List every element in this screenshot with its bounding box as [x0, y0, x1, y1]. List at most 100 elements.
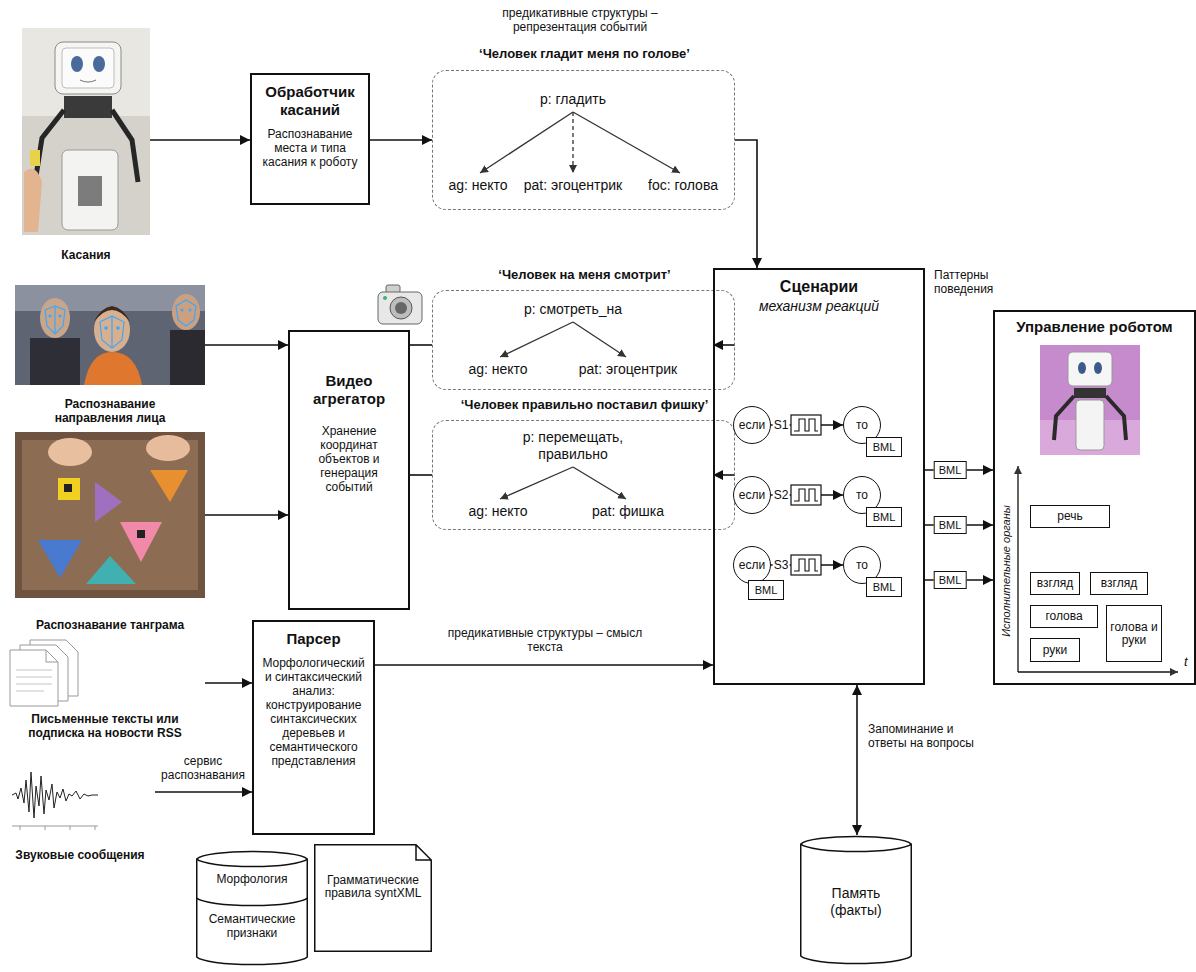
timeline-axes	[1018, 671, 1178, 672]
document-shape: Грамматические правила syntXML	[314, 844, 432, 952]
organ-box: взгляд	[1090, 572, 1148, 595]
photo-caption: Распознавание танграма	[15, 618, 205, 632]
predicate-tree-arrows	[480, 112, 680, 499]
connector	[375, 664, 713, 666]
touch-photo	[30, 150, 40, 166]
role-label: pat: эгоцентрик	[513, 177, 633, 194]
pulse-symbol	[791, 415, 821, 575]
bml-text: BML	[873, 441, 896, 453]
face-photo	[172, 294, 200, 330]
tangram-photo	[120, 522, 162, 562]
predicate-label: p: перемещать, правильно	[508, 429, 638, 463]
documents-icon	[16, 670, 52, 671]
robot-photo	[1106, 396, 1126, 440]
bml-text: BML	[873, 511, 896, 523]
timeline-axes	[1017, 466, 1018, 672]
photo-caption: Касания	[22, 248, 150, 262]
box-title: Парсер	[259, 630, 368, 648]
robot-control-box: Управление роботомречьвзглядвзглядголова…	[993, 310, 1196, 685]
touch-photo	[64, 96, 112, 118]
bml-tag: BML	[934, 461, 967, 479]
scenario-label: S2	[773, 489, 790, 502]
face-photo	[58, 314, 61, 317]
source-icon-panel: Письменные тексты или подписка на новост…	[5, 640, 205, 740]
connector	[370, 139, 432, 141]
documents-icon	[46, 650, 58, 662]
role-label: foc: голова	[633, 177, 733, 194]
robot-photo	[1040, 345, 1140, 455]
face-photo	[170, 330, 205, 385]
organ-text: руки	[1043, 644, 1068, 657]
pulse-symbol	[794, 489, 818, 501]
sound-wave-icon	[20, 826, 21, 830]
process-box: ПарсерМорфологический и синтаксический а…	[252, 620, 375, 835]
predicate-tree-arrows	[500, 322, 573, 357]
predicate-tree-arrows	[572, 112, 573, 173]
robot-photo	[1068, 352, 1112, 386]
circle-text: если	[739, 419, 765, 432]
role-label: pat: фишка	[568, 503, 688, 520]
connector	[150, 139, 250, 141]
circle-text: если	[739, 489, 765, 502]
bml-tag: BML	[866, 437, 902, 457]
bml-tag: BML	[934, 571, 967, 589]
connector	[155, 791, 252, 793]
role-label: pat: эгоцентрик	[568, 361, 688, 378]
bml-tag: BML	[934, 516, 967, 534]
box-text: Морфологический и синтаксический анализ:…	[259, 656, 368, 768]
db-section: Семантические признаки	[200, 912, 304, 940]
organ-text: взгляд	[1037, 577, 1073, 590]
role-label: ag: некто	[448, 361, 548, 378]
camera-icon	[378, 292, 422, 324]
touch-photo	[80, 80, 96, 82]
box-title: Видео агрегатор	[295, 372, 403, 408]
robot-photo	[1076, 400, 1104, 450]
robot-photo	[1094, 362, 1102, 374]
predicate-label: p: гладить	[513, 91, 633, 108]
section-note: Паттерны поведения	[934, 268, 1004, 296]
connector	[205, 344, 288, 346]
circle-text: то	[856, 489, 868, 502]
condition-circle: если	[733, 476, 771, 514]
organ-box: взгляд	[1030, 572, 1080, 595]
timeline-axes	[1018, 466, 1178, 672]
face-photo	[189, 309, 192, 312]
tangram-photo	[137, 530, 145, 538]
section-note: предикативные структуры – репрезентация …	[470, 6, 690, 34]
connector	[735, 140, 757, 268]
organ-text: взгляд	[1101, 577, 1137, 590]
photo-caption: Распознавание направления лица	[15, 397, 205, 425]
robot-photo	[1078, 362, 1086, 374]
tangram-photo	[64, 484, 72, 492]
event-frame: ‘Человек гладит меня по голове’p: гладит…	[432, 70, 735, 210]
connector	[410, 474, 432, 476]
face-photo	[100, 316, 124, 348]
photo-panel: Распознавание направления лица	[15, 285, 205, 425]
role-label: ag: некто	[448, 503, 548, 520]
connector	[713, 344, 735, 346]
tangram-photo	[146, 435, 190, 461]
bml-text: BML	[873, 581, 896, 593]
documents-icon	[10, 650, 58, 706]
icon-caption: Звуковые сообщения	[5, 848, 155, 862]
event-frame: ‘Человек на меня смотрит’p: смотреть_наa…	[432, 290, 735, 390]
database-cylinder: Память (факты)	[800, 835, 912, 965]
connector	[856, 685, 858, 835]
pulse-symbol	[794, 559, 818, 571]
face-photo	[54, 306, 55, 334]
touch-photo	[78, 176, 102, 206]
predicate-tree-arrows	[500, 467, 573, 499]
tangram-photo	[58, 478, 80, 500]
touch-photo	[36, 110, 64, 176]
tangram-photo	[15, 432, 205, 598]
tangram-photo	[95, 482, 122, 522]
scenario-label: S3	[773, 559, 790, 572]
organ-text: голова и руки	[1109, 621, 1159, 647]
pulse-symbol	[791, 555, 821, 575]
predicate-tree-arrows	[480, 112, 573, 173]
